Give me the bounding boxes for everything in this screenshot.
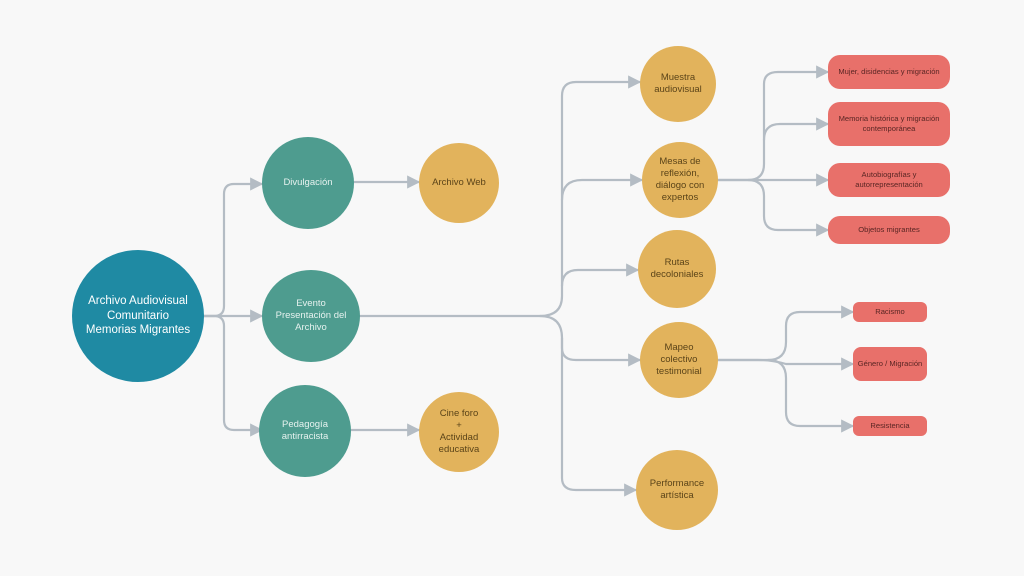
root-label-line: Comunitario: [106, 309, 169, 322]
mesas-label-line: expertos: [661, 192, 699, 204]
mapeo-label-line: Mapeo: [664, 341, 694, 353]
cine-foro-node[interactable]: Cine foro + Actividad educativa: [419, 392, 499, 472]
pedagogia-label-line: antirracista: [281, 431, 329, 442]
evento-node[interactable]: Evento Presentación del Archivo: [262, 270, 360, 362]
rutas-label: Rutas decoloniales: [651, 257, 704, 281]
evento-label-line: Presentación del: [275, 309, 347, 321]
mesas-label-line: Mesas de: [659, 155, 701, 167]
rutas-node[interactable]: Rutas decoloniales: [638, 230, 716, 308]
pedagogia-node[interactable]: Pedagogía antirracista: [259, 385, 351, 477]
divulgacion-node[interactable]: Divulgación: [262, 137, 354, 229]
cine-foro-label: Cine foro + Actividad educativa: [439, 408, 480, 457]
archivo-web-node[interactable]: Archivo Web: [419, 143, 499, 223]
edge-evento-mesas: [560, 173, 644, 202]
muestra-label-line: audiovisual: [654, 84, 702, 95]
edge-evento-muestra: [358, 75, 642, 318]
root-node[interactable]: Archivo Audiovisual Comunitario Memorias…: [72, 250, 204, 382]
edge-mesas-topic-2: [762, 117, 830, 142]
mesas-label-line: reflexión,: [660, 167, 700, 179]
muestra-node[interactable]: Muestra audiovisual: [640, 46, 716, 122]
evento-label-line: Archivo: [295, 322, 327, 334]
topic-label: Memoria histórica y migración contemporá…: [839, 114, 940, 133]
root-label-line: Archivo Audiovisual: [88, 294, 188, 307]
topic-label: Racismo: [875, 307, 905, 317]
topic-resistencia[interactable]: Resistencia: [853, 416, 927, 436]
cine-foro-label-line: educativa: [438, 444, 480, 456]
edge-evento-mapeo: [538, 314, 642, 367]
cine-foro-label-line: +: [456, 419, 462, 431]
evento-label-line: Evento: [296, 297, 326, 309]
edge-evento-performance: [560, 336, 638, 497]
divulgacion-label: Divulgación: [283, 176, 333, 188]
edge-evento-rutas: [560, 263, 640, 288]
rutas-label-line: decoloniales: [650, 269, 704, 280]
topic-label-line: autorrepresentación: [855, 180, 923, 189]
mapeo-label-line: colectivo: [660, 353, 698, 365]
performance-label-line: artística: [660, 490, 694, 501]
muestra-label: Muestra audiovisual: [654, 72, 702, 96]
edge-mapeo-topic-3: [766, 358, 855, 433]
topic-label-line: contemporánea: [862, 124, 916, 133]
mesas-label: Mesas de reflexión, diálogo con expertos: [656, 156, 705, 205]
topic-label: Resistencia: [870, 421, 910, 431]
pedagogia-label-line: Pedagogía: [282, 418, 328, 430]
topic-label: Objetos migrantes: [858, 225, 920, 235]
mesas-label-line: diálogo con: [655, 180, 705, 191]
muestra-label-line: Muestra: [660, 71, 696, 83]
topic-label: Mujer, disidencias y migración: [838, 67, 940, 77]
edge-mesas-topic-4: [746, 178, 830, 237]
rutas-label-line: Rutas: [664, 256, 690, 268]
cine-foro-label-line: Actividad: [439, 432, 479, 443]
edge-root-divulgacion: [198, 177, 264, 318]
mesas-node[interactable]: Mesas de reflexión, diálogo con expertos: [642, 142, 718, 218]
root-label: Archivo Audiovisual Comunitario Memorias…: [86, 294, 190, 338]
performance-node[interactable]: Performance artística: [636, 450, 718, 530]
mapeo-label: Mapeo colectivo testimonial: [656, 342, 701, 378]
topic-label: Género / Migración: [857, 359, 923, 369]
edge-mapeo-topic-2: [716, 357, 855, 371]
performance-label: Performance artística: [650, 478, 704, 502]
performance-label-line: Performance: [649, 477, 705, 489]
topic-label: Autobiografías y autorrepresentación: [855, 170, 923, 189]
topic-autobiografias[interactable]: Autobiografías y autorrepresentación: [828, 163, 950, 197]
topic-label-line: Memoria histórica y migración: [838, 114, 940, 124]
edge-root-pedagogia: [198, 314, 264, 437]
topic-label-line: Autobiografías y: [861, 170, 917, 180]
mapeo-label-line: testimonial: [656, 366, 702, 378]
archivo-web-label: Archivo Web: [432, 176, 486, 188]
topic-memoria-historica[interactable]: Memoria histórica y migración contemporá…: [828, 102, 950, 146]
root-label-line: Memorias Migrantes: [85, 324, 191, 337]
evento-label: Evento Presentación del Archivo: [276, 298, 347, 334]
topic-racismo[interactable]: Racismo: [853, 302, 927, 322]
topic-objetos-migrantes[interactable]: Objetos migrantes: [828, 216, 950, 244]
edge-mapeo-topic-1: [716, 305, 855, 362]
cine-foro-label-line: Cine foro: [439, 407, 479, 419]
pedagogia-label: Pedagogía antirracista: [282, 419, 328, 443]
mapeo-node[interactable]: Mapeo colectivo testimonial: [640, 322, 718, 398]
topic-genero-migracion[interactable]: Género / Migración: [853, 347, 927, 381]
topic-mujer-disidencias[interactable]: Mujer, disidencias y migración: [828, 55, 950, 89]
